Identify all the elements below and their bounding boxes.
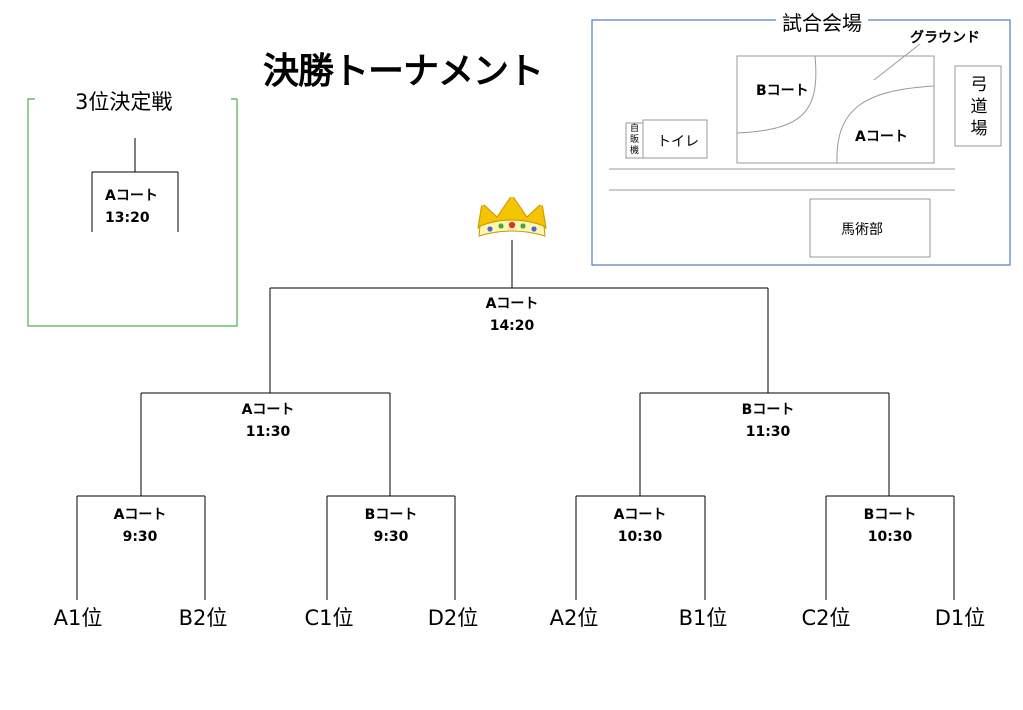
venue-frame [591,19,1011,266]
quarterfinal-match-2: Bコート 9:30 [365,504,418,548]
road-lines [609,168,955,191]
court-b-boundary [736,55,817,134]
quarterfinal-match-3: Aコート 10:30 [614,504,667,548]
quarterfinal-bracket-4 [825,495,955,600]
semifinal-court: Aコート [241,402,295,418]
quarterfinal-bracket-1 [76,495,206,600]
quarterfinal-court: Aコート [113,507,167,523]
courts-area [736,55,935,164]
quarterfinal-court: Bコート [863,507,917,523]
final-bracket [269,287,769,393]
team-label: D2位 [427,606,479,630]
semifinal-bracket-right [639,392,890,496]
equestrian-label: 馬術部 [841,222,883,238]
semifinal-match-2: Bコート 11:30 [742,399,795,443]
ground-label: グラウンド [910,30,980,46]
team-label: B2位 [178,606,228,630]
crown-icon [477,192,547,237]
ground-leader-line [873,43,921,81]
team-label: B1位 [678,606,728,630]
third-place-bracket [91,138,179,232]
quarterfinal-time: 10:30 [617,529,663,545]
semifinal-bracket-left [140,392,391,496]
semifinal-court: Bコート [741,402,795,418]
toilet-label: トイレ [657,134,699,150]
quarterfinal-court: Bコート [364,507,418,523]
third-place-frame [27,98,238,327]
quarterfinal-time: 10:30 [867,529,913,545]
semifinal-match-1: Aコート 11:30 [242,399,295,443]
quarterfinal-court: Aコート [613,507,667,523]
quarterfinal-bracket-2 [326,495,456,600]
semifinal-time: 11:30 [245,424,291,440]
page-title: 決勝トーナメント [263,51,544,92]
court-a-boundary [836,85,935,164]
venue-heading: 試合会場 [776,7,868,36]
quarterfinal-time: 9:30 [373,529,409,545]
quarterfinal-match-1: Aコート 9:30 [114,504,167,548]
team-label: D1位 [934,606,986,630]
vending-label: 自販機 [629,124,639,156]
equestrian-building [809,198,931,258]
quarterfinal-time: 9:30 [122,529,158,545]
court-b-label: Bコート [756,83,809,99]
team-label: C1位 [304,606,354,630]
semifinal-time: 11:30 [745,424,791,440]
third-place-match: Aコート 13:20 [105,185,158,229]
third-place-court: Aコート [105,188,158,204]
toilet-building [642,119,708,159]
quarterfinal-match-4: Bコート 10:30 [864,504,917,548]
third-place-time: 13:20 [105,210,150,226]
third-place-heading: 3位決定戦 [69,86,179,116]
quarterfinal-bracket-3 [575,495,706,600]
team-label: C2位 [801,606,851,630]
final-time: 14:20 [489,318,535,334]
kyudo-label: 弓道場 [970,75,988,139]
final-court: Aコート [485,296,539,312]
team-label: A1位 [53,606,103,630]
court-a-label: Aコート [855,129,908,145]
final-match: Aコート 14:20 [486,293,539,337]
kyudo-building [954,65,1002,147]
team-label: A2位 [549,606,599,630]
